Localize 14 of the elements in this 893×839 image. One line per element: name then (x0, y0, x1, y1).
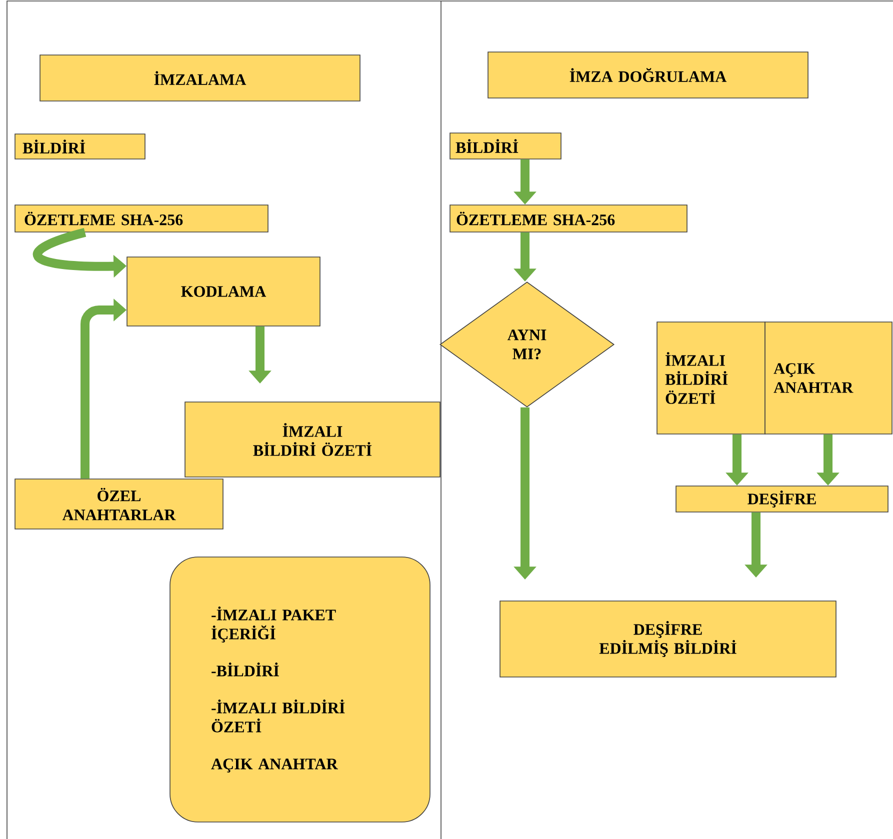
title-box: İMZALAMA (40, 54, 360, 102)
process-box: AÇIK ANAHTAR (764, 322, 892, 434)
title-box: İMZA DOĞRULAMA (488, 52, 808, 98)
process-box: DEŞİFRE EDİLMİŞ BİLDİRİ (500, 600, 836, 678)
package-box: -İMZALI PAKET İÇERİĞİ -BİLDİRİ -İMZALI BİLDİRİ ÖZETİ AÇIK ANAHTAR (170, 556, 430, 822)
process-box: ÖZETLEME SHA-256 (450, 204, 688, 232)
process-box: İMZALI BİLDİRİ ÖZETİ (184, 402, 440, 478)
process-box: DEŞİFRE (676, 486, 888, 512)
process-box: KODLAMA (126, 256, 320, 326)
process-box: ÖZETLEME SHA-256 (14, 204, 268, 232)
process-box: BİLDİRİ (14, 134, 146, 160)
process-box: ÖZEL ANAHTARLAR (14, 478, 224, 530)
process-box: BİLDİRİ (450, 132, 562, 160)
process-box: İMZALI BİLDİRİ ÖZETİ (656, 322, 766, 434)
